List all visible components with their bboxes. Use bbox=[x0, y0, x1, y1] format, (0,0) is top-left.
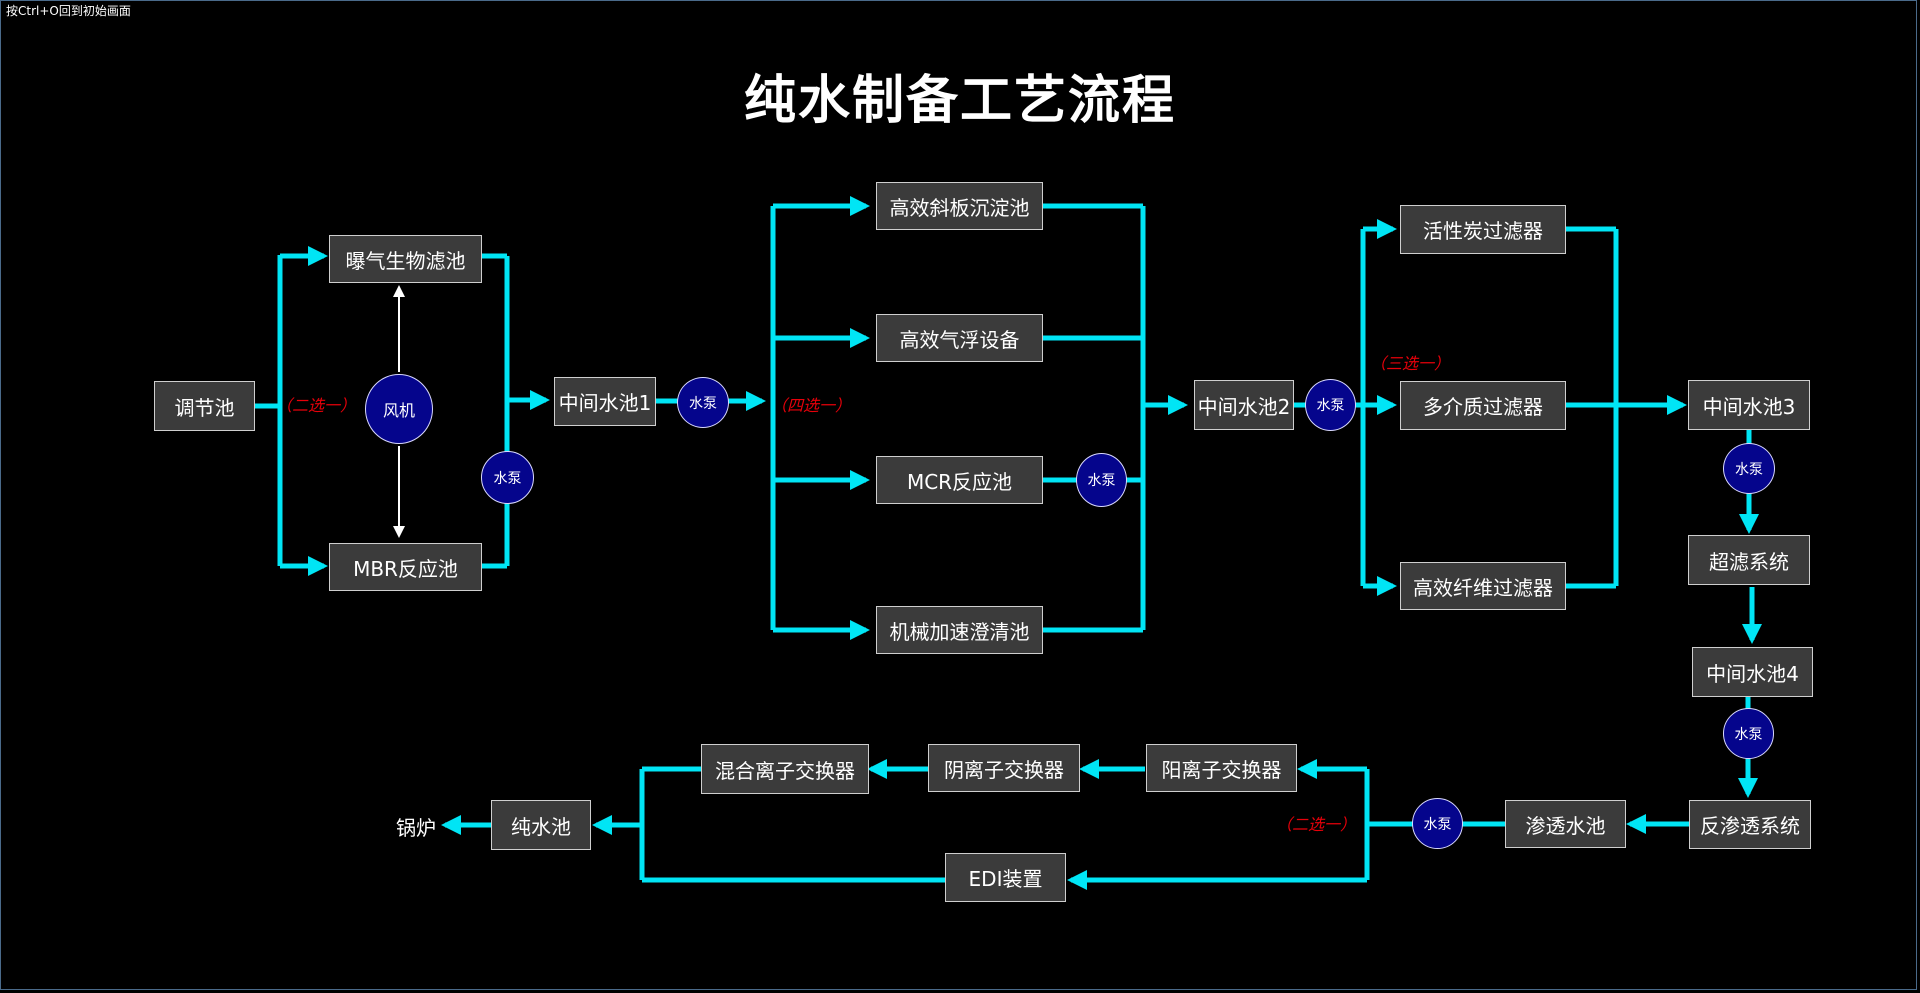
tank-intermediate-4[interactable]: 中间水池4 bbox=[1692, 647, 1813, 697]
filter-activated-carbon[interactable]: 活性炭过滤器 bbox=[1400, 205, 1566, 254]
choose-one-of-two-note: （二选一） bbox=[1276, 815, 1357, 834]
unit-air-flotation[interactable]: 高效气浮设备 bbox=[876, 314, 1043, 362]
pump-icon[interactable]: 水泵 bbox=[1412, 798, 1463, 849]
pump-icon[interactable]: 水泵 bbox=[677, 377, 729, 428]
system-ultrafiltration[interactable]: 超滤系统 bbox=[1688, 535, 1810, 585]
tank-regulating[interactable]: 调节池 bbox=[154, 381, 255, 431]
filter-high-efficiency-fiber[interactable]: 高效纤维过滤器 bbox=[1400, 562, 1566, 610]
page-title: 纯水制备工艺流程 bbox=[743, 70, 1176, 131]
tank-permeate[interactable]: 渗透水池 bbox=[1505, 800, 1626, 848]
tank-mcr-reactor[interactable]: MCR反应池 bbox=[876, 456, 1043, 504]
pump-icon[interactable]: 水泵 bbox=[1723, 443, 1775, 494]
boiler-label: 锅炉 bbox=[396, 816, 436, 840]
pump-icon[interactable]: 水泵 bbox=[1723, 708, 1774, 759]
exchanger-cation[interactable]: 阳离子交换器 bbox=[1146, 744, 1297, 792]
choose-one-of-four-note: （四选一） bbox=[771, 396, 852, 415]
tank-inclined-plate-settler[interactable]: 高效斜板沉淀池 bbox=[876, 182, 1043, 230]
choose-one-of-two-note: （二选一） bbox=[276, 396, 357, 415]
unit-edi[interactable]: EDI装置 bbox=[945, 853, 1066, 902]
reset-hint: 按Ctrl+O回到初始画面 bbox=[6, 4, 131, 18]
pump-icon[interactable]: 水泵 bbox=[1305, 379, 1356, 431]
tank-intermediate-1[interactable]: 中间水池1 bbox=[554, 377, 656, 426]
system-reverse-osmosis[interactable]: 反渗透系统 bbox=[1689, 800, 1811, 849]
tank-aerated-biofilter[interactable]: 曝气生物滤池 bbox=[329, 235, 482, 283]
tank-intermediate-2[interactable]: 中间水池2 bbox=[1194, 380, 1294, 430]
tank-pure-water[interactable]: 纯水池 bbox=[491, 800, 591, 850]
tank-mbr-reactor[interactable]: MBR反应池 bbox=[329, 543, 482, 591]
exchanger-mixed-bed[interactable]: 混合离子交换器 bbox=[701, 744, 869, 794]
tank-intermediate-3[interactable]: 中间水池3 bbox=[1688, 380, 1810, 430]
choose-one-of-three-note: （三选一） bbox=[1370, 354, 1451, 373]
exchanger-anion[interactable]: 阴离子交换器 bbox=[928, 744, 1080, 792]
fan-blower-icon[interactable]: 风机 bbox=[365, 374, 433, 444]
pump-icon[interactable]: 水泵 bbox=[1076, 453, 1127, 507]
filter-multimedia[interactable]: 多介质过滤器 bbox=[1400, 381, 1566, 430]
tank-mechanical-clarifier[interactable]: 机械加速澄清池 bbox=[876, 606, 1043, 654]
pump-icon[interactable]: 水泵 bbox=[481, 451, 534, 504]
